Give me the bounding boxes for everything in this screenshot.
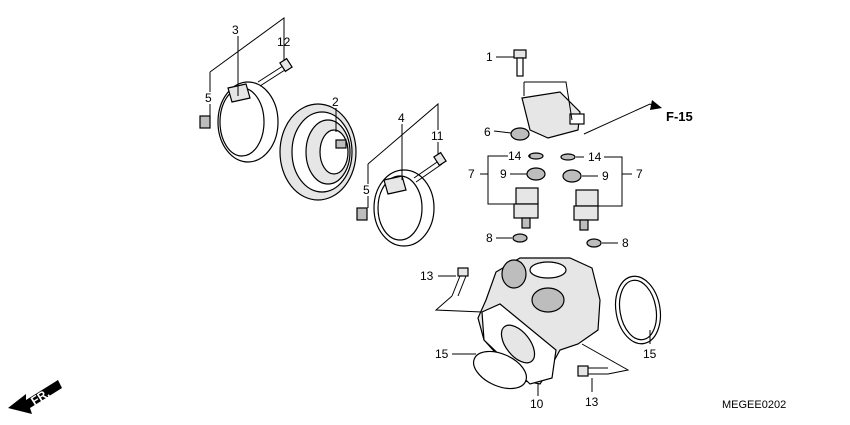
hose-clamp-left: [217, 81, 279, 163]
callout-1: 1: [486, 50, 493, 64]
o-ring-15-right: [614, 275, 662, 345]
callout-3: 3: [232, 23, 239, 37]
injector-7-right: [573, 189, 599, 231]
bolt-13-lower: [577, 365, 608, 377]
callout-9-left: 9: [500, 167, 507, 181]
callout-10: 10: [530, 397, 544, 411]
screw-11: [413, 151, 447, 183]
bolt-13-upper: [451, 267, 469, 297]
screw-12: [257, 57, 293, 87]
callout-6: 6: [484, 125, 491, 139]
callout-7-right: 7: [636, 167, 643, 181]
callout-8-left: 8: [486, 231, 493, 245]
callout-13-lower: 13: [585, 395, 599, 409]
callout-14-left: 14: [508, 149, 522, 163]
o-ring-14-right: [560, 153, 576, 161]
cushion-8-right: [586, 238, 602, 248]
callout-5-right: 5: [363, 183, 370, 197]
callout-8-right: 8: [622, 236, 629, 250]
seal-9-left: [526, 167, 546, 181]
front-direction-arrow: FR.: [8, 380, 62, 414]
callout-15-left: 15: [435, 347, 449, 361]
injector-7-left: [513, 187, 539, 229]
cushion-8-left: [512, 233, 528, 243]
callout-11: 11: [431, 129, 444, 143]
leader-lines: [209, 17, 662, 396]
callout-15-right: 15: [643, 347, 657, 361]
bolt-1: [513, 49, 527, 77]
o-ring-15-left: [473, 350, 527, 390]
joint-6: [510, 91, 585, 141]
seal-9-right: [562, 169, 582, 183]
callout-4: 4: [398, 111, 405, 125]
callout-5-left: 5: [205, 91, 212, 105]
callout-13-upper: 13: [420, 269, 434, 283]
o-ring-14-left: [528, 152, 544, 160]
intake-manifold-10: [477, 257, 601, 385]
nut-5-left: [199, 115, 211, 129]
diagram-code: MEGEE0202: [722, 399, 786, 411]
nut-5-right: [356, 207, 368, 221]
callout-2: 2: [332, 95, 339, 109]
callout-12: 12: [277, 35, 291, 49]
callout-7-left: 7: [468, 167, 475, 181]
insulator-2: [279, 103, 357, 201]
reference-label: F-15: [666, 109, 693, 124]
callout-9-right: 9: [602, 169, 609, 183]
hose-clamp-right: [373, 169, 435, 247]
callout-14-right: 14: [588, 150, 602, 164]
